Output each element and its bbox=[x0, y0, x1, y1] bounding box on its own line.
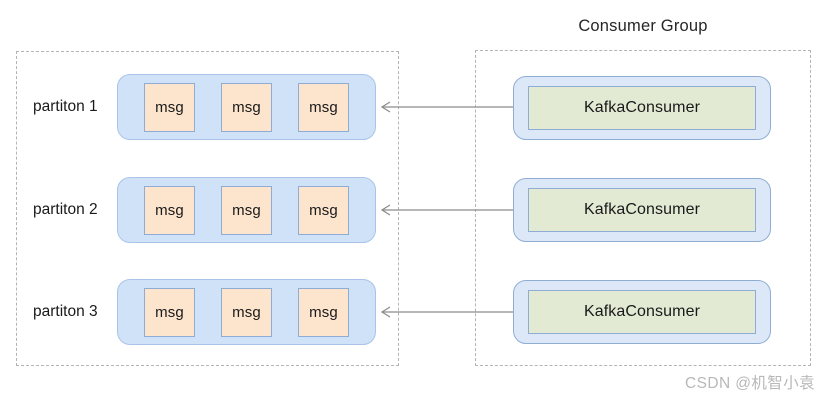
consumer-box-3[interactable]: KafkaConsumer bbox=[513, 280, 771, 344]
message-box[interactable]: msg bbox=[298, 185, 349, 235]
consumer-group-title: Consumer Group bbox=[578, 17, 708, 35]
message-box[interactable]: msg bbox=[221, 82, 272, 132]
message-box[interactable]: msg bbox=[221, 287, 272, 337]
consumer-label-1: KafkaConsumer bbox=[528, 86, 756, 130]
message-list: msg msg msg bbox=[118, 75, 375, 139]
consumer-box-2[interactable]: KafkaConsumer bbox=[513, 178, 771, 242]
partition-row: partiton 2 msg msg msg bbox=[16, 177, 399, 243]
partition-label-1: partiton 1 bbox=[33, 98, 98, 115]
partition-row: partiton 3 msg msg msg bbox=[16, 279, 399, 345]
partition-box-1[interactable]: msg msg msg bbox=[117, 74, 376, 140]
partition-box-2[interactable]: msg msg msg bbox=[117, 177, 376, 243]
partition-row: partiton 1 msg msg msg bbox=[16, 74, 399, 140]
consumer-label-3: KafkaConsumer bbox=[528, 290, 756, 334]
consumer-label-2: KafkaConsumer bbox=[528, 188, 756, 232]
arrow-left-icon bbox=[380, 306, 514, 318]
partition-box-3[interactable]: msg msg msg bbox=[117, 279, 376, 345]
consumer-group-boundary bbox=[475, 50, 811, 366]
consume-arrow-3 bbox=[380, 305, 515, 319]
message-box[interactable]: msg bbox=[144, 287, 195, 337]
broker-boundary bbox=[16, 51, 399, 366]
message-list: msg msg msg bbox=[118, 178, 375, 242]
message-box[interactable]: msg bbox=[298, 82, 349, 132]
consume-arrow-2 bbox=[380, 203, 515, 217]
message-list: msg msg msg bbox=[118, 280, 375, 344]
partition-label-3: partiton 3 bbox=[33, 303, 98, 320]
message-box[interactable]: msg bbox=[144, 185, 195, 235]
partition-label-2: partiton 2 bbox=[33, 201, 98, 218]
arrow-left-icon bbox=[380, 101, 514, 113]
consumer-box-1[interactable]: KafkaConsumer bbox=[513, 76, 771, 140]
message-box[interactable]: msg bbox=[298, 287, 349, 337]
arrow-left-icon bbox=[380, 204, 514, 216]
consume-arrow-1 bbox=[380, 100, 515, 114]
message-box[interactable]: msg bbox=[221, 185, 272, 235]
message-box[interactable]: msg bbox=[144, 82, 195, 132]
watermark: CSDN @机智小袁 bbox=[685, 375, 815, 392]
